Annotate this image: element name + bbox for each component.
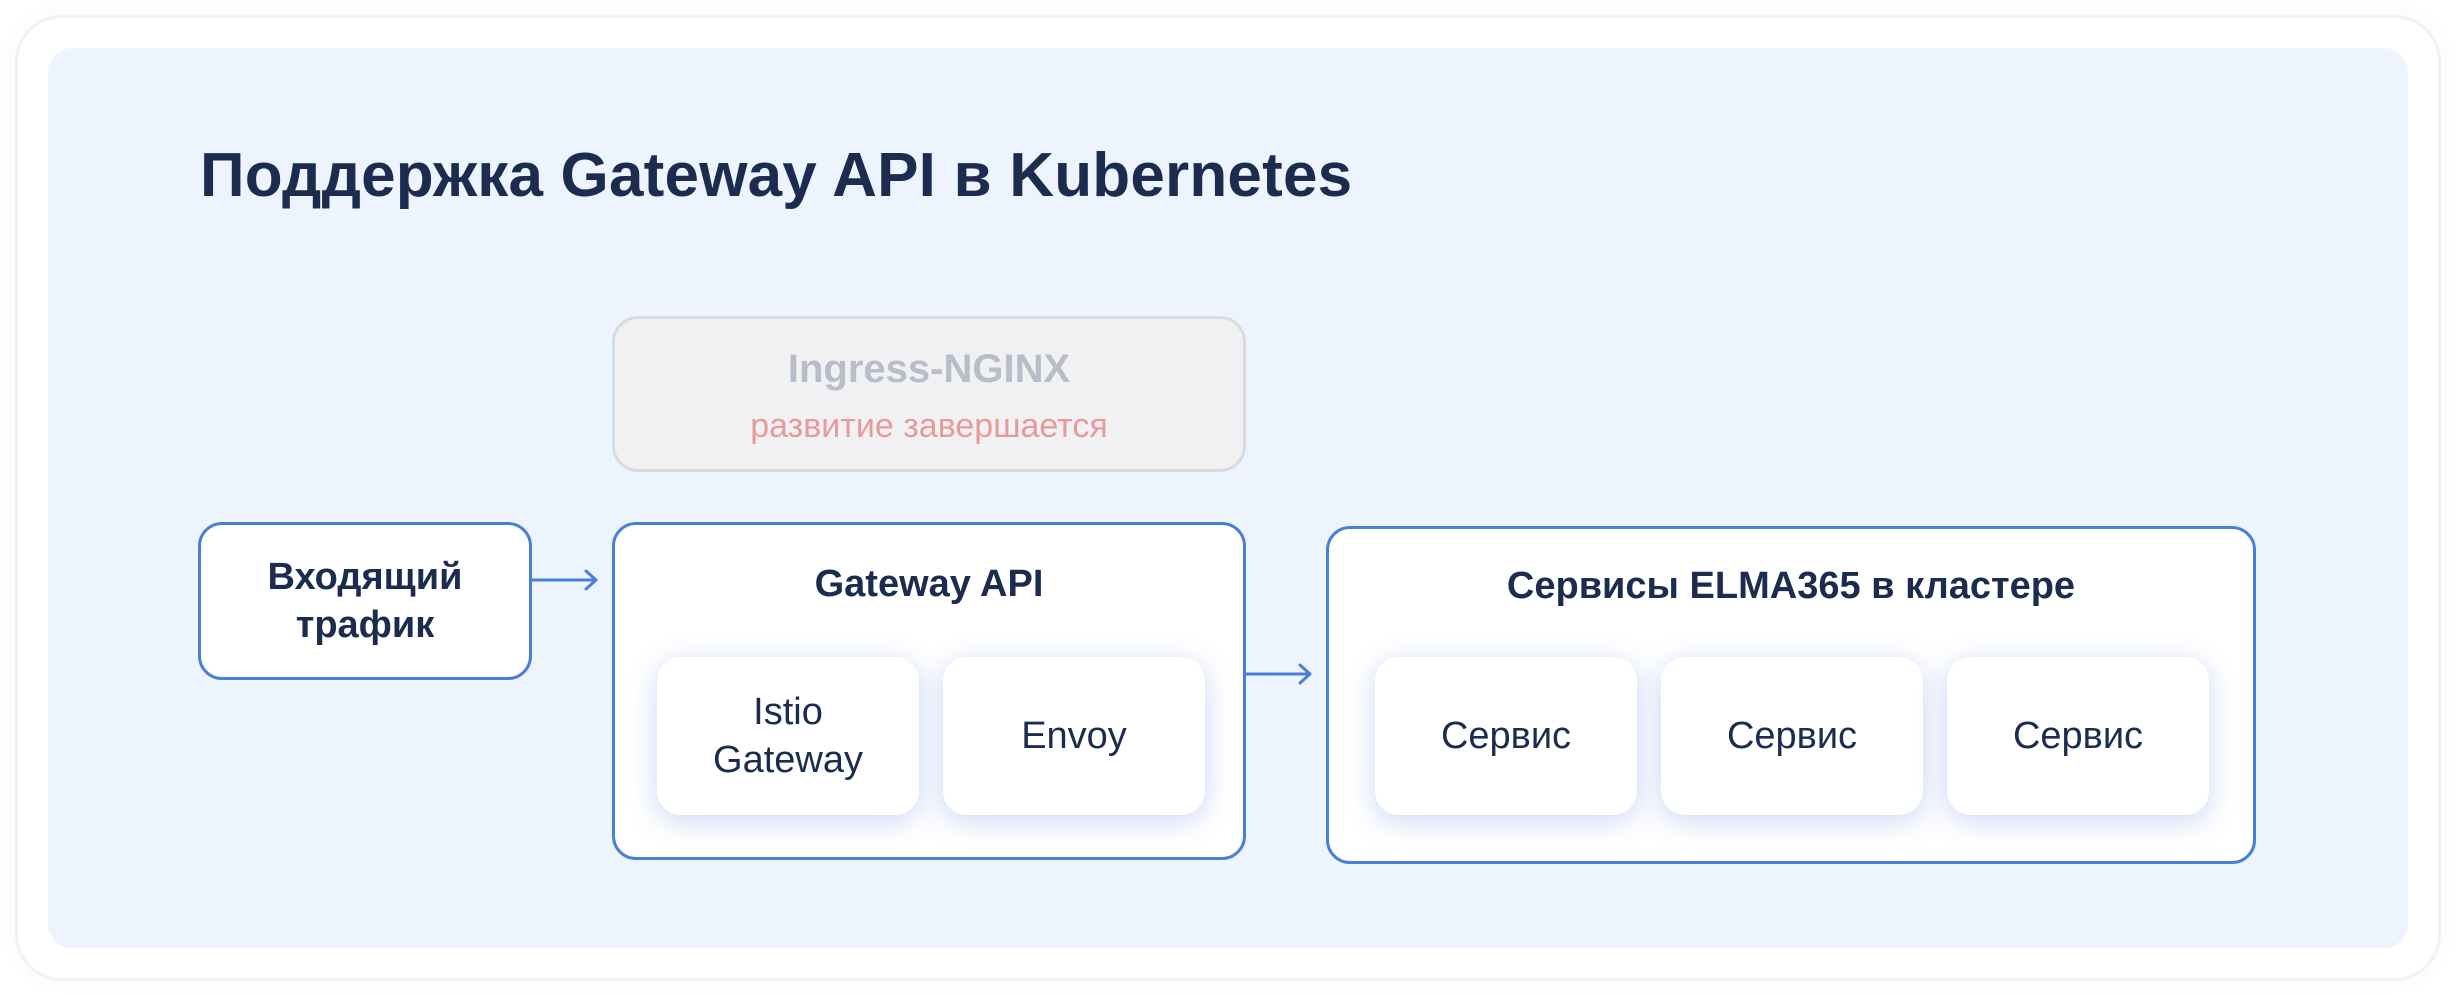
service-card: Сервис [1375, 657, 1637, 815]
ingress-nginx-box: Ingress-NGINX развитие завершается [612, 316, 1246, 472]
envoy-card: Envoy [943, 657, 1205, 815]
elma365-services-box: Сервисы ELMA365 в кластере Сервис Сервис… [1326, 526, 2256, 864]
gateway-api-label: Gateway API [814, 563, 1044, 605]
service-card: Сервис [1661, 657, 1923, 815]
arrow-right-icon [532, 569, 598, 591]
istio-gateway-card: Istio Gateway [657, 657, 919, 815]
ingress-nginx-status: развитие завершается [750, 407, 1108, 445]
incoming-traffic-box: Входящий трафик [198, 522, 532, 680]
service-card: Сервис [1947, 657, 2209, 815]
arrow-right-icon [1246, 663, 1312, 685]
page-title: Поддержка Gateway API в Kubernetes [200, 141, 1353, 210]
gateway-api-box: Gateway API Istio Gateway Envoy [612, 522, 1246, 860]
ingress-nginx-name: Ingress-NGINX [787, 347, 1071, 391]
elma365-services-label: Сервисы ELMA365 в кластере [1506, 565, 2076, 607]
incoming-traffic-label: Входящий трафик [267, 556, 463, 646]
